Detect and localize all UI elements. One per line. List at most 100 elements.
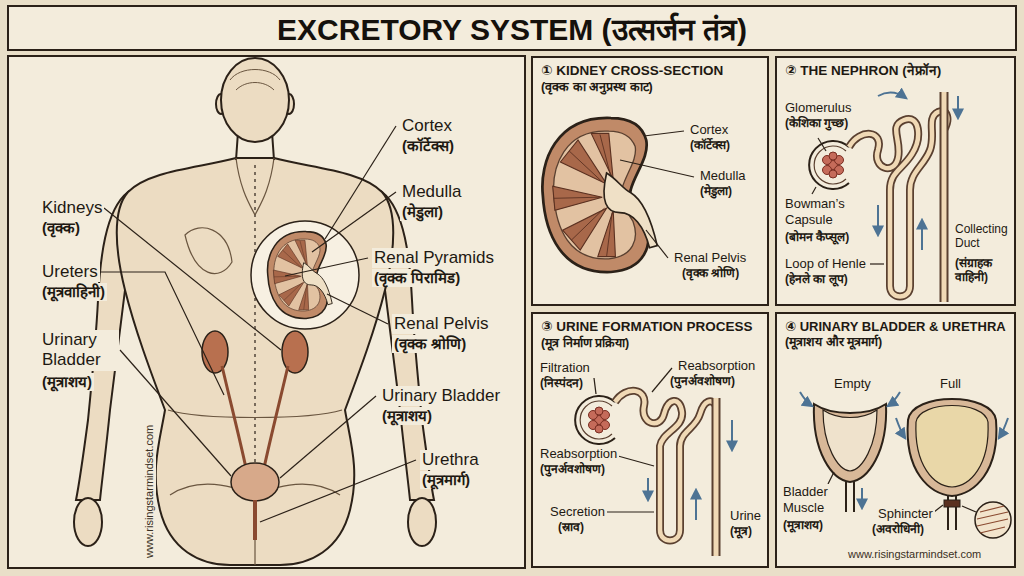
- panel-heading: (मूत्र निर्माण प्रक्रिया): [541, 336, 759, 352]
- part-label: Sphincter: [876, 506, 935, 522]
- panel-heading: ② THE NEPHRON (नेफ्रॉन): [785, 63, 1006, 80]
- part-label: Renal Pyramids: [372, 248, 496, 268]
- hindi-label: (मूत्राशय): [781, 518, 825, 532]
- part-label: Medulla: [400, 182, 464, 202]
- part-label: Reabsorption: [676, 358, 757, 374]
- leader-line: [327, 294, 388, 324]
- part-label: Reabsorption: [538, 446, 619, 462]
- flow-arrow: [695, 490, 697, 520]
- diagram-title: EXCRETORY SYSTEM (उत्सर्जन तंत्र): [8, 6, 1016, 50]
- part-label: Cortex: [400, 116, 454, 136]
- hindi-label: (वृक्क श्रोणि): [392, 335, 468, 353]
- watermark: www.risingstarmindset.com: [846, 548, 983, 561]
- flow-arrow: [888, 392, 900, 406]
- panel-ground: [775, 312, 1016, 568]
- urinary-organs: [202, 331, 228, 373]
- bladder-full: [944, 500, 960, 507]
- leader-line: [312, 192, 396, 252]
- leader-line: [818, 138, 826, 151]
- hindi-label: (वृक्क श्रोणि): [680, 266, 741, 280]
- bladder-full: [916, 406, 988, 488]
- part-label: Loop of Henle: [783, 256, 868, 272]
- urinary-organs: [222, 366, 288, 468]
- leader-line: [594, 378, 596, 394]
- nephron: [942, 92, 947, 302]
- leader-line: [828, 472, 834, 484]
- part-label: Urethra: [420, 450, 481, 470]
- human-body: [221, 58, 289, 142]
- part-label: Urinary Bladder: [40, 330, 119, 371]
- nephron-process: [615, 391, 716, 541]
- human-body: [74, 498, 102, 546]
- human-body: [185, 228, 232, 274]
- human-body: [168, 410, 342, 418]
- part-label: Secretion: [548, 504, 607, 520]
- flow-arrow: [647, 478, 649, 500]
- human-body: [254, 165, 255, 470]
- bladder-full: [975, 502, 1011, 538]
- leader-line: [620, 131, 694, 258]
- kidney-section: [542, 118, 657, 272]
- part-label: Cortex: [688, 122, 730, 138]
- hindi-label: (निस्पंदन): [538, 376, 585, 390]
- part-label: Urine: [728, 508, 763, 524]
- nephron-process: [714, 398, 719, 556]
- bladder-full: [908, 399, 997, 496]
- bladder-empty: [823, 410, 877, 471]
- nephron: [940, 92, 949, 302]
- flow-arrow: [999, 418, 1008, 438]
- part-label: Bowman’s Capsule: [783, 196, 849, 227]
- leader-line: [618, 456, 654, 466]
- nephron-process: [615, 391, 716, 541]
- flow-arrow: [731, 420, 733, 450]
- bladder-empty: [846, 482, 854, 512]
- part-label: Filtration: [538, 360, 592, 376]
- hindi-label: (केशिका गुच्छ): [783, 116, 850, 130]
- kidney-section: [542, 118, 657, 272]
- panel-heading: ③ URINE FORMATION PROCESS: [541, 319, 759, 336]
- bladder-empty: [814, 404, 886, 482]
- nephron-process: [589, 407, 610, 433]
- watermark: www.risingstarmindset.com: [143, 423, 156, 560]
- part-label: Kidneys: [40, 198, 104, 218]
- panel-ground: [8, 6, 1016, 568]
- panel-heading: ① KIDNEY CROSS-SECTION: [541, 63, 759, 80]
- nephron-process: [575, 396, 615, 444]
- panel-ground: [775, 56, 1016, 306]
- panel-heading: ④ URINARY BLADDER & URETHRA: [785, 319, 1006, 335]
- nephron: [823, 152, 844, 178]
- hindi-label: (वृक्क): [40, 219, 82, 237]
- kidney-zoom: [251, 221, 359, 329]
- hindi-label: (संग्राहक वाहिनी): [953, 256, 1013, 285]
- hindi-label: (मेडुला): [698, 184, 734, 198]
- hindi-label: (पुनर्अवशोषण): [668, 374, 737, 388]
- flow-arrow: [957, 96, 959, 118]
- part-label: Glomerulus: [783, 100, 853, 116]
- urinary-organs: [231, 463, 279, 501]
- leader-line: [606, 511, 654, 512]
- panel-ground: [531, 56, 769, 306]
- human-body: [236, 158, 274, 215]
- hindi-label: (अवरोधिनी): [870, 522, 926, 536]
- leader-line: [644, 131, 684, 136]
- flow-arrow: [877, 205, 879, 235]
- leader-line: [120, 350, 231, 476]
- hindi-label: (हेनले का लूप): [783, 272, 850, 286]
- flow-arrow: [861, 488, 863, 508]
- flow-arrow: [921, 220, 923, 250]
- nephron: [809, 141, 849, 189]
- hindi-label: (वृक्क पिरामिड): [372, 269, 462, 287]
- hindi-label: (स्राव): [556, 520, 586, 534]
- part-label: Renal Pelvis: [672, 250, 748, 266]
- hindi-label: (मूत्राशय): [380, 407, 434, 425]
- leader-line: [325, 126, 396, 239]
- panel-heading: (मूत्राशय और मूत्रमार्ग): [785, 335, 1006, 351]
- hindi-label: (मूत्राशय): [40, 373, 94, 391]
- flow-arrow: [896, 418, 905, 438]
- flow-arrow: [878, 92, 906, 98]
- part-label: Ureters: [40, 262, 100, 282]
- part-label: Bladder Muscle: [781, 484, 845, 515]
- human-body: [230, 70, 280, 91]
- leader-line: [962, 506, 976, 512]
